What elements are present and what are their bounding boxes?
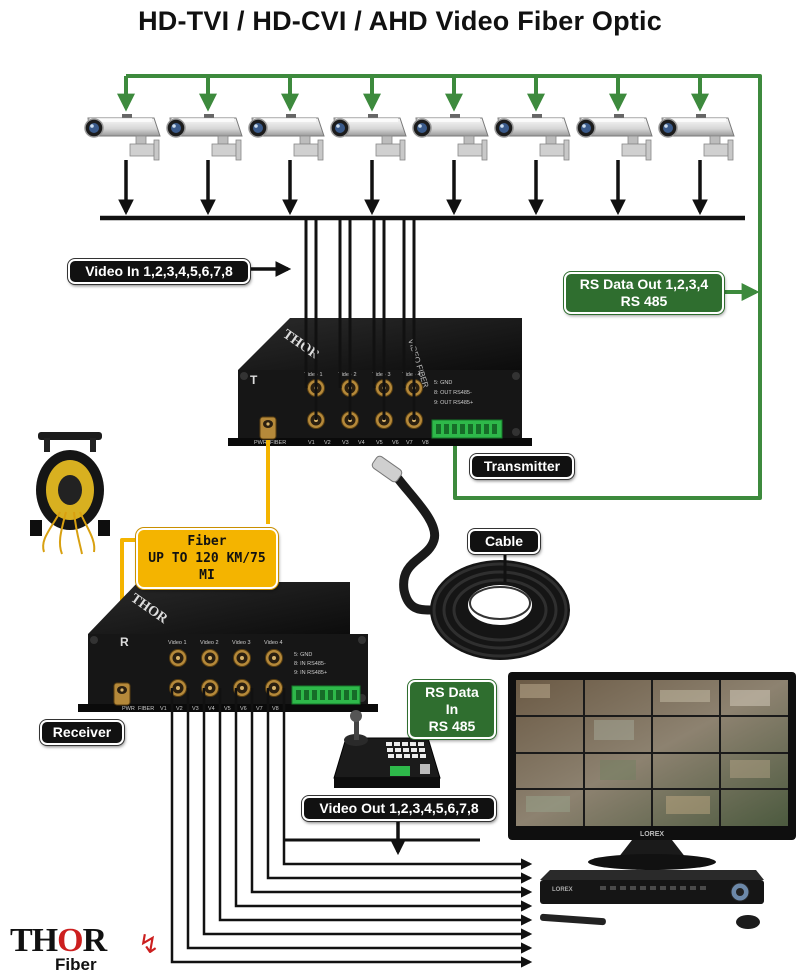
tx-label-pwr: PWR <box>254 440 267 446</box>
rx-top-label-2: Video 2 <box>200 640 219 646</box>
svg-text:V8: V8 <box>422 440 429 446</box>
camera-row <box>84 113 735 161</box>
camera-8 <box>658 113 735 161</box>
monitor-brand: LOREX <box>640 831 664 838</box>
svg-text:8: IN RS485-: 8: IN RS485- <box>294 661 326 667</box>
svg-text:V6: V6 <box>392 440 399 446</box>
tx-top-label-3: Video 3 <box>372 372 391 378</box>
logo-wordmark: THOR <box>10 922 107 959</box>
transmitter-letter: T <box>250 373 258 387</box>
dvr-brand: LOREX <box>552 887 573 893</box>
transmitter-unit: T THOR VIDEO FIBER Video 1 Video 2 Video… <box>228 318 532 446</box>
svg-text:9: IN RS485+: 9: IN RS485+ <box>294 670 327 676</box>
svg-text:5: GND: 5: GND <box>434 380 452 386</box>
svg-text:V7: V7 <box>256 706 263 712</box>
video-in-label: Video In 1,2,3,4,5,6,7,8 <box>68 259 250 284</box>
ptz-keyboard-icon <box>333 710 441 788</box>
svg-text:8: OUT RS485-: 8: OUT RS485- <box>434 390 472 396</box>
logo-subtitle: Fiber <box>55 955 97 974</box>
rx-top-label-1: Video 1 <box>168 640 187 646</box>
svg-text:V1: V1 <box>160 706 167 712</box>
svg-text:V3: V3 <box>192 706 199 712</box>
camera-5 <box>412 113 489 161</box>
camera-1 <box>84 113 161 161</box>
video-out-wires <box>170 688 533 968</box>
receiver-unit: R THOR Video 1 Video 2 Video 3 Video 4 P… <box>78 582 378 712</box>
rx-label-fiber: FIBER <box>138 706 154 712</box>
video-bus <box>100 160 745 277</box>
tx-top-label-4: Video 4 <box>402 372 421 378</box>
camera-6 <box>494 113 571 161</box>
svg-text:V2: V2 <box>324 440 331 446</box>
svg-text:V4: V4 <box>208 706 215 712</box>
rs-data-out-label: RS Data Out 1,2,3,4 RS 485 <box>564 272 724 314</box>
fiber-reel-icon <box>30 432 110 555</box>
tx-top-label-2: Video 2 <box>338 372 357 378</box>
thor-fiber-logo: THOR Fiber ↯ <box>10 922 160 977</box>
svg-text:5: GND: 5: GND <box>294 652 312 658</box>
camera-7 <box>576 113 653 161</box>
rx-top-label-3: Video 3 <box>232 640 251 646</box>
tx-top-label-1: Video 1 <box>304 372 323 378</box>
svg-text:V5: V5 <box>224 706 231 712</box>
rx-top-label-4: Video 4 <box>264 640 283 646</box>
receiver-letter: R <box>120 635 129 649</box>
rx-label-pwr: PWR <box>122 706 135 712</box>
monitor-icon: LOREX <box>508 672 796 870</box>
svg-text:V4: V4 <box>358 440 365 446</box>
camera-3 <box>248 113 325 161</box>
video-out-label: Video Out 1,2,3,4,5,6,7,8 <box>302 796 496 821</box>
svg-text:V3: V3 <box>342 440 349 446</box>
svg-text:V6: V6 <box>240 706 247 712</box>
svg-text:V2: V2 <box>176 706 183 712</box>
svg-text:9: OUT RS485+: 9: OUT RS485+ <box>434 400 473 406</box>
fiber-label: Fiber UP TO 120 KM/75 MI <box>136 528 278 589</box>
camera-2 <box>166 113 243 161</box>
cable-icon <box>371 455 570 660</box>
rs-data-in-label: RS Data In RS 485 <box>408 680 496 739</box>
svg-text:V7: V7 <box>406 440 413 446</box>
svg-text:V1: V1 <box>308 440 315 446</box>
svg-text:V8: V8 <box>272 706 279 712</box>
lightning-icon: ↯ <box>138 930 160 960</box>
svg-text:V5: V5 <box>376 440 383 446</box>
transmitter-label: Transmitter <box>470 454 574 479</box>
camera-4 <box>330 113 407 161</box>
transmitter-video-wires <box>304 218 416 420</box>
tx-label-fiber: FIBER <box>270 440 286 446</box>
dvr-icon: LOREX <box>540 870 764 929</box>
diagram-title: HD-TVI / HD-CVI / AHD Video Fiber Optic <box>138 6 662 36</box>
cable-label: Cable <box>468 529 540 554</box>
receiver-label: Receiver <box>40 720 124 745</box>
